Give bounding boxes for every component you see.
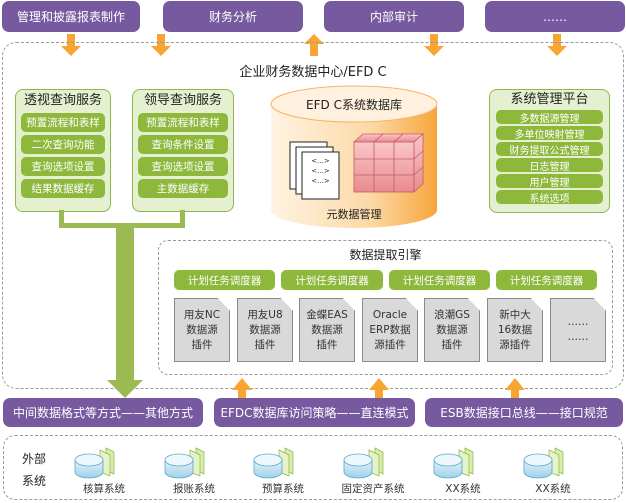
data-center-title: 企业财务数据中心/EFD C [239,65,387,80]
panel-item[interactable]: 主数据缓存 [138,179,228,198]
top-arrows [61,34,567,56]
consumer-label: 内部审计 [369,10,418,24]
platform-item[interactable]: 用户管理 [496,174,603,189]
doc-line: <...> [311,157,330,165]
external-system-label: 报账系统 [173,483,215,495]
external-system-label: XX系统 [445,483,481,495]
consumer-box-audit[interactable]: 内部审计 [324,1,464,32]
platform-item[interactable]: 日志管理 [496,158,603,173]
database-icon [523,447,564,479]
scheduler-button[interactable]: 计划任务调度器 [174,270,275,290]
access-box-direct[interactable]: EFDC数据库访问策略——直连模式 [214,398,415,427]
panel-item[interactable]: 预置流程和表样 [21,113,105,132]
data-cube-icon [352,133,425,193]
scheduler-button[interactable]: 计划任务调度器 [281,270,383,290]
platform-item[interactable]: 系统选项 [496,190,603,205]
platform-item[interactable]: 财务提取公式管理 [496,142,603,157]
consumer-box-more[interactable]: …… [485,1,625,32]
doc-line: <...> [311,177,330,185]
consumer-label: 管理和披露报表制作 [16,10,125,24]
document-lines: <...> <...> <...> [302,156,339,186]
external-label: 外部 系统 [22,448,46,492]
plugin-more[interactable]: …… …… [550,298,606,362]
database-cylinder [270,85,438,228]
panel-item[interactable]: 结果数据缓存 [21,179,105,198]
external-label-line: 外部 [22,452,47,466]
database-icon [253,447,294,479]
panel-item[interactable]: 查询选项设置 [138,157,228,176]
access-box-esb[interactable]: ESB数据接口总线——接口规范 [425,398,623,427]
plugin-oracle-erp[interactable]: Oracle ERP数据 源插件 [362,298,418,362]
arrow-up-icon [369,378,389,403]
external-system-label: 预算系统 [262,483,304,495]
database-icon [74,447,115,479]
panel-item[interactable]: 查询选项设置 [21,157,105,176]
bottom-arrows [232,378,525,403]
external-system-icons [74,447,564,479]
consumer-label: 财务分析 [208,10,257,24]
panel-title: 领导查询服务 [143,93,222,108]
arrow-up-icon [304,34,324,56]
arrow-down-icon [61,34,81,56]
plugin-inspur-gs[interactable]: 浪潮GS 数据源 插件 [424,298,480,362]
database-icon [343,447,384,479]
arrow-up-icon [232,378,252,403]
access-label: 中间数据格式等方式——其他方式 [12,406,193,420]
engine-title: 数据提取引擎 [349,248,422,262]
panel-title: 系统管理平台 [510,92,589,107]
panel-pivot-query: 透视查询服务 预置流程和表样 二次查询功能 查询选项设置 结果数据缓存 [15,89,111,212]
plugin-yonyou-nc[interactable]: 用友NC 数据源 插件 [174,298,230,362]
panel-leader-query: 领导查询服务 预置流程和表样 查询条件设置 查询选项设置 主数据缓存 [132,89,234,212]
panel-system-platform: 系统管理平台 多数据源管理 多单位映射管理 财务提取公式管理 日志管理 用户管理… [489,89,610,213]
arrow-down-icon [151,34,171,56]
database-title: EFD C系统数据库 [306,98,402,112]
access-label: EFDC数据库访问策略——直连模式 [220,406,409,420]
scheduler-button[interactable]: 计划任务调度器 [389,270,490,290]
arrow-up-icon [505,378,525,403]
external-system-label: XX系统 [535,483,571,495]
panel-item[interactable]: 二次查询功能 [21,135,105,154]
access-label: ESB数据接口总线——接口规范 [440,406,608,420]
arrow-down-icon [547,34,567,56]
extraction-engine-container [158,240,613,375]
database-caption: 元数据管理 [326,208,382,221]
database-icon [164,447,205,479]
database-icon [433,447,474,479]
plugin-xinzhongda[interactable]: 新中大 16数据 源插件 [487,298,543,362]
platform-item[interactable]: 多数据源管理 [496,110,603,125]
external-system-label: 核算系统 [83,483,125,495]
external-label-line: 系统 [22,474,47,488]
document-stack-icon [289,141,340,200]
panel-item[interactable]: 预置流程和表样 [138,113,228,132]
arrow-down-icon [424,34,444,56]
consumer-box-reporting[interactable]: 管理和披露报表制作 [2,1,140,32]
scheduler-button[interactable]: 计划任务调度器 [496,270,597,290]
consumer-box-analysis[interactable]: 财务分析 [163,1,303,32]
plugin-kingdee-eas[interactable]: 金蝶EAS 数据源 插件 [299,298,355,362]
platform-item[interactable]: 多单位映射管理 [496,126,603,141]
external-system-label: 固定资产系统 [341,483,405,495]
doc-line: <...> [311,167,330,175]
arrow-down-icon [107,380,143,398]
external-systems-container [3,435,623,500]
data-center-container [2,42,624,389]
plugin-yonyou-u8[interactable]: 用友U8 数据源 插件 [237,298,293,362]
access-box-other[interactable]: 中间数据格式等方式——其他方式 [3,398,203,427]
panel-title: 透视查询服务 [23,93,102,108]
panel-item[interactable]: 查询条件设置 [138,135,228,154]
green-flow-arrow [59,210,185,398]
consumer-label: …… [543,9,567,24]
